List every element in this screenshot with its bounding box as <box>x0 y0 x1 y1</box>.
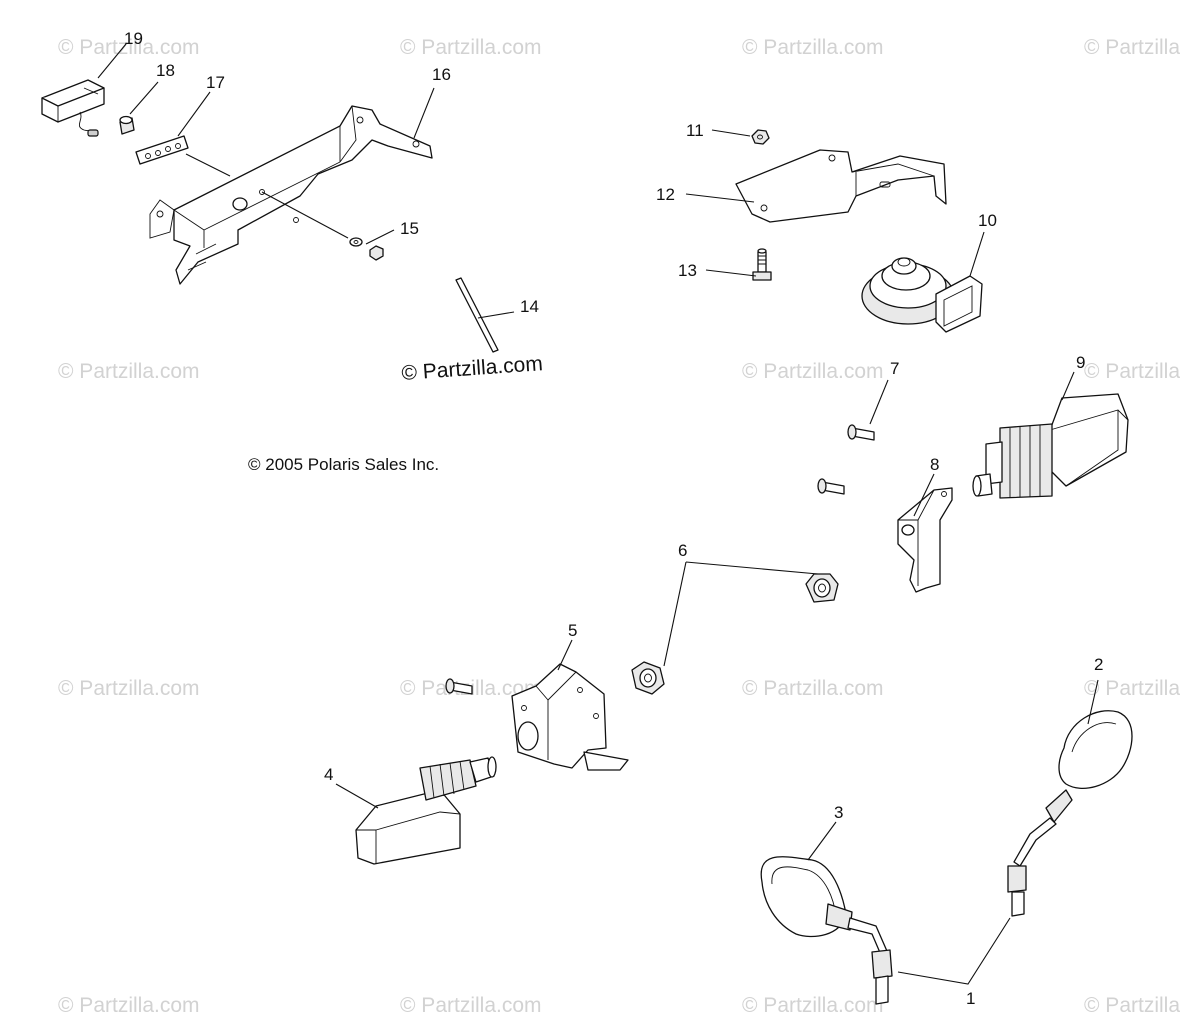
signal-bracket-icon <box>511 663 629 771</box>
watermark-text: © Partzilla.com <box>400 36 542 59</box>
license-light-icon <box>41 79 105 137</box>
mirror-icon <box>760 856 893 1005</box>
plate-bracket-icon <box>135 135 231 177</box>
leader-lines <box>97 43 1099 985</box>
watermark-text: © Partzilla.com <box>1084 994 1180 1017</box>
callout-18: 18 <box>156 61 175 80</box>
watermark-text: © Partzilla.com <box>58 360 200 383</box>
callout-11: 11 <box>686 121 704 140</box>
screw-icon <box>445 678 473 695</box>
callout-2: 2 <box>1094 655 1103 674</box>
watermark-text: © Partzilla.com <box>58 36 200 59</box>
flange-nut-icon <box>631 661 665 695</box>
callout-6: 6 <box>678 541 687 560</box>
watermark-main: © Partzilla.com <box>401 352 544 385</box>
watermark-text: © Partzilla.com <box>1084 677 1180 700</box>
callout-4: 4 <box>324 765 333 784</box>
watermark-text: © Partzilla.com <box>742 994 884 1017</box>
callout-1: 1 <box>966 989 975 1008</box>
screw-icon <box>817 478 845 495</box>
callout-15: 15 <box>400 219 419 238</box>
callout-3: 3 <box>834 803 843 822</box>
horn-bracket-icon <box>735 149 947 223</box>
spacer-icon <box>119 115 135 135</box>
copyright-notice: © 2005 Polaris Sales Inc. <box>248 455 439 474</box>
flange-nut-icon <box>805 573 839 603</box>
nut-washer-icon <box>349 237 384 261</box>
screw-icon <box>847 424 875 441</box>
mount-bracket-icon <box>149 105 433 285</box>
turn-signal-icon <box>355 756 497 865</box>
watermark-text: © Partzilla.com <box>400 994 542 1017</box>
signal-bracket-icon <box>897 487 953 593</box>
callout-8: 8 <box>930 455 939 474</box>
callout-14: 14 <box>520 297 539 316</box>
callout-12: 12 <box>656 185 675 204</box>
turn-signal-icon <box>972 393 1129 499</box>
callout-10: 10 <box>978 211 997 230</box>
mirror-icon <box>1007 710 1133 917</box>
watermark-text: © Partzilla.com <box>742 360 884 383</box>
watermark-text: © Partzilla.com <box>742 677 884 700</box>
watermark-text: © Partzilla.com <box>1084 360 1180 383</box>
callout-16: 16 <box>432 65 451 84</box>
watermark-text: © Partzilla.com <box>58 677 200 700</box>
horn-icon <box>861 257 983 333</box>
watermark-text: © Partzilla.com <box>58 994 200 1017</box>
callout-5: 5 <box>568 621 577 640</box>
callout-17: 17 <box>206 73 225 92</box>
callout-7: 7 <box>890 359 899 378</box>
callout-9: 9 <box>1076 353 1085 372</box>
callout-13: 13 <box>678 261 697 280</box>
callout-labels: 19 18 17 16 15 14 11 12 13 10 7 9 8 6 5 … <box>124 29 1103 1008</box>
nut-icon <box>751 129 770 145</box>
callout-19: 19 <box>124 29 143 48</box>
bolt-icon <box>752 248 772 281</box>
watermark-text: © Partzilla.com <box>1084 36 1180 59</box>
watermark-text: © Partzilla.com <box>742 36 884 59</box>
rod-icon <box>455 277 499 353</box>
